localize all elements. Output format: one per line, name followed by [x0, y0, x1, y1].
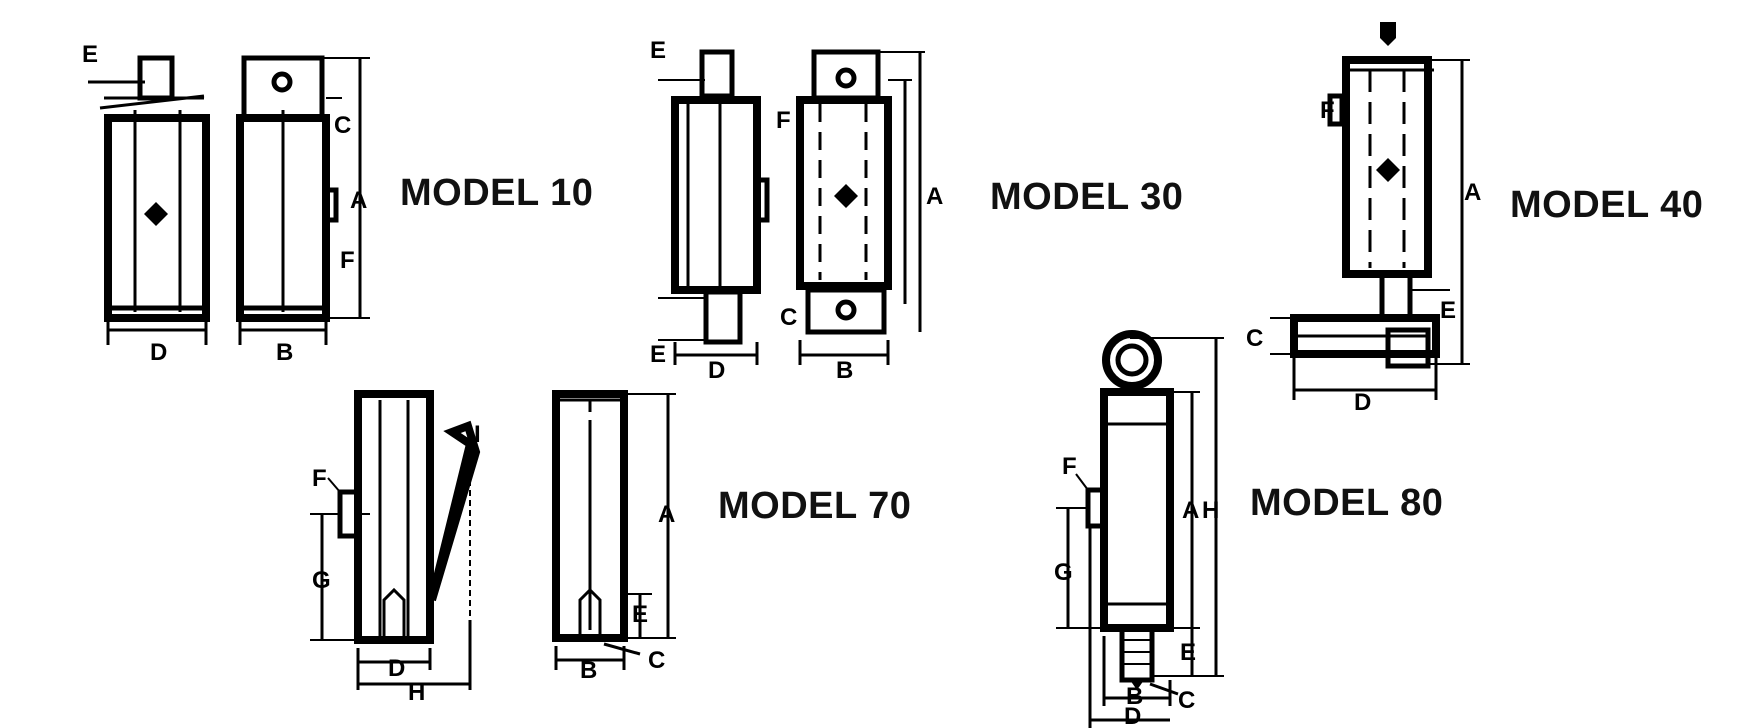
model-70-side-view: A E B C: [552, 390, 676, 684]
model-80-label: MODEL 80: [1250, 482, 1444, 524]
model-70-dim-h: H: [408, 679, 425, 706]
model-30-dim-e-bottom: E: [650, 341, 666, 368]
model-10-side-view: A C F B: [236, 55, 370, 366]
model-30-dim-d: D: [708, 357, 725, 384]
model-10-label: MODEL 10: [400, 172, 594, 214]
model-30-dim-b: B: [836, 357, 853, 384]
model-30-drawing: E E D F A C B: [650, 37, 943, 384]
model-10-drawing: E D A C F B: [82, 41, 370, 366]
model-40-dim-f: F: [1320, 97, 1335, 124]
model-80-dim-c: C: [1178, 687, 1195, 714]
model-10-dim-a: A: [350, 187, 367, 214]
model-30-side-view: F A C B: [776, 49, 943, 384]
model-10-dim-b: B: [276, 339, 293, 366]
model-80-drawing: F G A H E B C D: [1054, 330, 1224, 728]
model-70-dim-a: A: [658, 501, 675, 528]
model-30-dim-a: A: [926, 183, 943, 210]
model-10-dim-d: D: [150, 339, 167, 366]
model-70-dim-d: D: [388, 655, 405, 682]
model-10-dim-f: F: [340, 247, 355, 274]
model-10-dim-c: C: [334, 112, 351, 139]
model-40-label: MODEL 40: [1510, 184, 1704, 226]
model-30-dim-e-top: E: [650, 37, 666, 64]
model-80-dim-d: D: [1124, 703, 1141, 728]
model-80-dim-e: E: [1180, 639, 1196, 666]
model-70-label: MODEL 70: [718, 485, 912, 527]
model-30-dim-f: F: [776, 107, 791, 134]
model-80-dim-b: B: [1126, 683, 1143, 710]
model-40-dim-a: A: [1464, 179, 1481, 206]
model-70-drawing: F I G D H A E B C: [310, 390, 676, 706]
model-80-dim-f: F: [1062, 453, 1077, 480]
model-10-dim-e: E: [82, 41, 98, 68]
model-70-dim-f: F: [312, 465, 327, 492]
model-70-dim-i: I: [474, 421, 481, 448]
model-10-front-view: E D: [82, 41, 210, 366]
model-80-dim-g: G: [1054, 559, 1073, 586]
model-40-drawing: F A E C D: [1246, 22, 1481, 416]
model-30-label: MODEL 30: [990, 176, 1184, 218]
model-70-front-view: F I G D H: [310, 390, 481, 706]
model-40-dim-e: E: [1440, 297, 1456, 324]
model-30-front-view: E E D: [650, 37, 770, 384]
model-80-dim-h: H: [1202, 497, 1219, 524]
model-40-dim-d: D: [1354, 389, 1371, 416]
model-70-dim-c: C: [648, 647, 665, 674]
model-40-dim-c: C: [1246, 325, 1263, 352]
model-80-dim-a: A: [1182, 497, 1199, 524]
model-70-dim-b: B: [580, 657, 597, 684]
model-70-dim-g: G: [312, 567, 331, 594]
model-70-dim-e: E: [632, 601, 648, 628]
model-30-dim-c: C: [780, 304, 797, 331]
